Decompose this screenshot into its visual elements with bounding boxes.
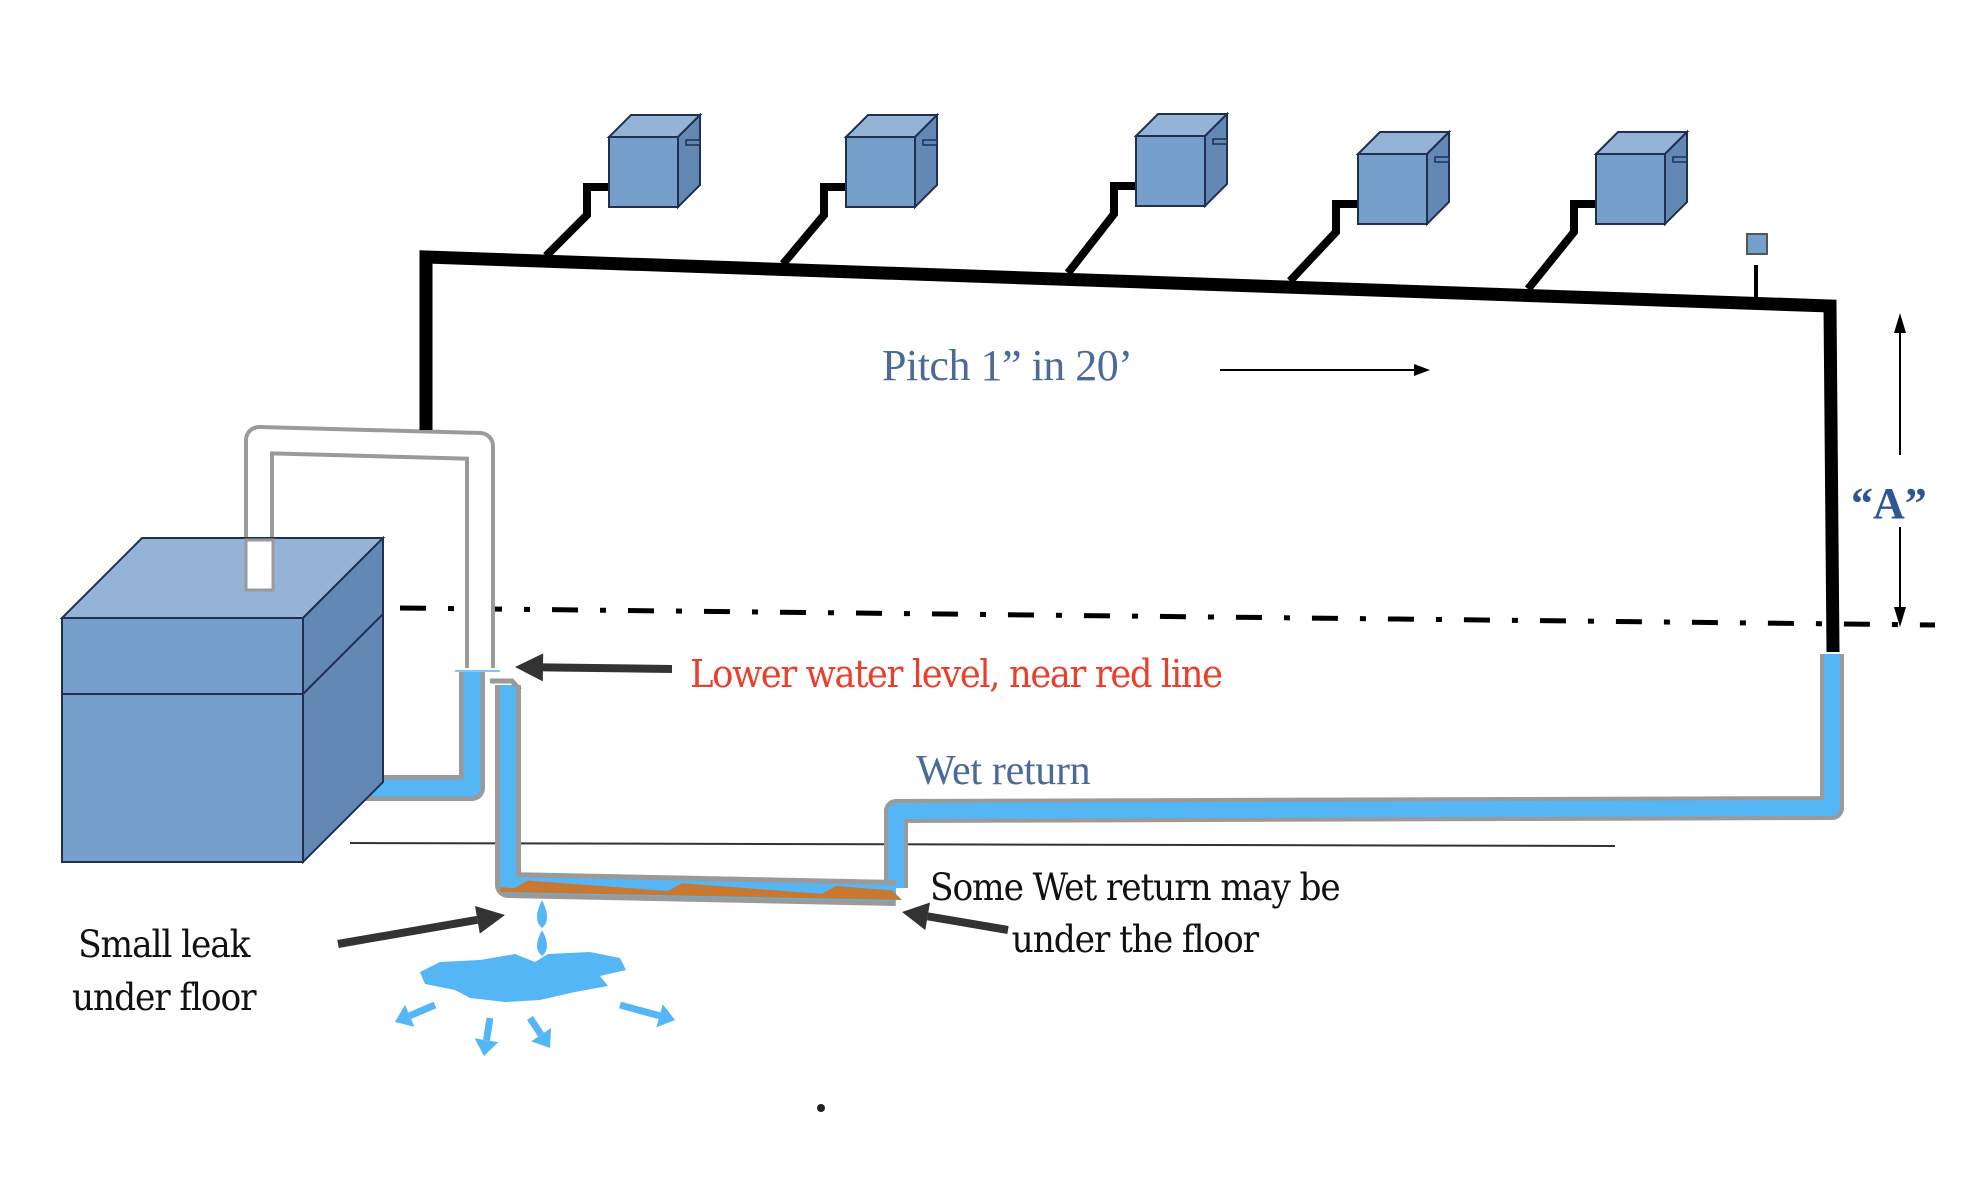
wet-return-upper-water	[888, 654, 1840, 888]
water-drip-1	[537, 900, 547, 928]
equalizer-header	[248, 429, 491, 670]
boiler-supply-stub	[244, 538, 275, 592]
wet-return-lower-wall	[495, 685, 897, 906]
spread-arrow-4-shaft	[619, 1001, 661, 1020]
spread-arrow-4	[619, 1001, 675, 1028]
under-floor-arrow-head-icon	[902, 902, 930, 931]
spread-arrow-2	[474, 1017, 499, 1056]
radiator-4-vent-icon	[1434, 156, 1450, 163]
under-floor-arrow-shaft	[926, 912, 1009, 934]
radiator-4-front	[1357, 153, 1428, 225]
radiator-2-runout	[779, 183, 846, 267]
leak-arrow-head-icon	[475, 905, 505, 934]
spread-arrow-4-head-icon	[656, 1004, 675, 1028]
radiator-1-vent-icon	[685, 139, 701, 146]
sediment-in-return	[500, 880, 902, 900]
dimension-a-label: “A”	[1851, 479, 1927, 528]
radiator-5	[1524, 129, 1690, 292]
spread-arrow-3-shaft	[527, 1016, 545, 1037]
steam-main	[419, 250, 1840, 653]
wet-return-label: Wet return	[916, 748, 1091, 794]
radiator-2-vent-icon	[922, 139, 938, 146]
wet-return-cap	[490, 678, 522, 692]
radiator-5-front	[1595, 153, 1666, 225]
leak-note-line-1: Small leak	[78, 923, 250, 966]
leak-arrow	[337, 905, 505, 948]
stray-dot	[817, 1104, 825, 1112]
spread-arrow-3	[527, 1016, 552, 1048]
dimension-a-arrow-down-head-icon	[1894, 607, 1906, 627]
spread-arrow-1	[395, 1001, 437, 1027]
spread-arrow-1-head-icon	[395, 1004, 415, 1027]
dimension-a-arrow-up	[1894, 313, 1906, 455]
radiator-4	[1287, 129, 1452, 284]
spread-arrow-2-shaft	[483, 1017, 494, 1041]
leak-arrow-shaft	[337, 915, 479, 948]
water-level-arrow	[515, 653, 673, 682]
pitch-arrow	[1220, 364, 1430, 376]
boiler-front	[61, 617, 304, 863]
under-floor-note-line-2: under the floor	[1011, 918, 1259, 961]
radiator-1-runout	[543, 183, 609, 259]
leak-note-line-2: under floor	[72, 976, 257, 1019]
dimension-a-arrow-down	[1894, 527, 1906, 627]
radiator-3	[1064, 111, 1230, 276]
radiator-3-front	[1135, 135, 1206, 207]
boiler-return-water	[349, 672, 481, 797]
floor-line	[349, 842, 1616, 847]
pitch-arrow-head-icon	[1414, 364, 1430, 376]
radiator-5-vent-icon	[1672, 156, 1688, 163]
spread-arrow-1-shaft	[408, 1001, 437, 1019]
water-level-arrow-shaft	[542, 663, 673, 673]
water-drip-2	[537, 930, 547, 956]
radiator-1	[543, 112, 703, 259]
wet-return-lower-water	[500, 685, 897, 901]
spread-arrow-3-head-icon	[531, 1028, 552, 1048]
radiator-3-vent-icon	[1212, 138, 1228, 145]
under-floor-note: Some Wet return may be under the floor	[930, 862, 1341, 966]
radiator-5-runout	[1524, 200, 1596, 292]
spread-arrow-2-head-icon	[474, 1038, 499, 1056]
water-level-label: Lower water level, near red line	[690, 652, 1223, 696]
under-floor-arrow	[902, 902, 1009, 934]
boiler-water-line	[399, 605, 1936, 628]
radiator-1-front	[608, 136, 679, 208]
water-level-arrow-head-icon	[515, 653, 544, 682]
water-puddle	[420, 952, 626, 1002]
main-air-vent	[1746, 233, 1768, 255]
under-floor-note-line-1: Some Wet return may be	[930, 866, 1341, 909]
radiator-4-runout	[1287, 200, 1358, 284]
radiator-3-runout	[1064, 182, 1136, 276]
pitch-label: Pitch 1” in 20’	[882, 341, 1133, 390]
radiator-2	[779, 112, 940, 267]
boiler-jacket-seam-side	[302, 613, 384, 695]
dimension-a-arrow-up-head-icon	[1894, 313, 1906, 333]
leak-note: Small leak under floor	[72, 918, 257, 1024]
radiator-2-front	[845, 136, 916, 208]
